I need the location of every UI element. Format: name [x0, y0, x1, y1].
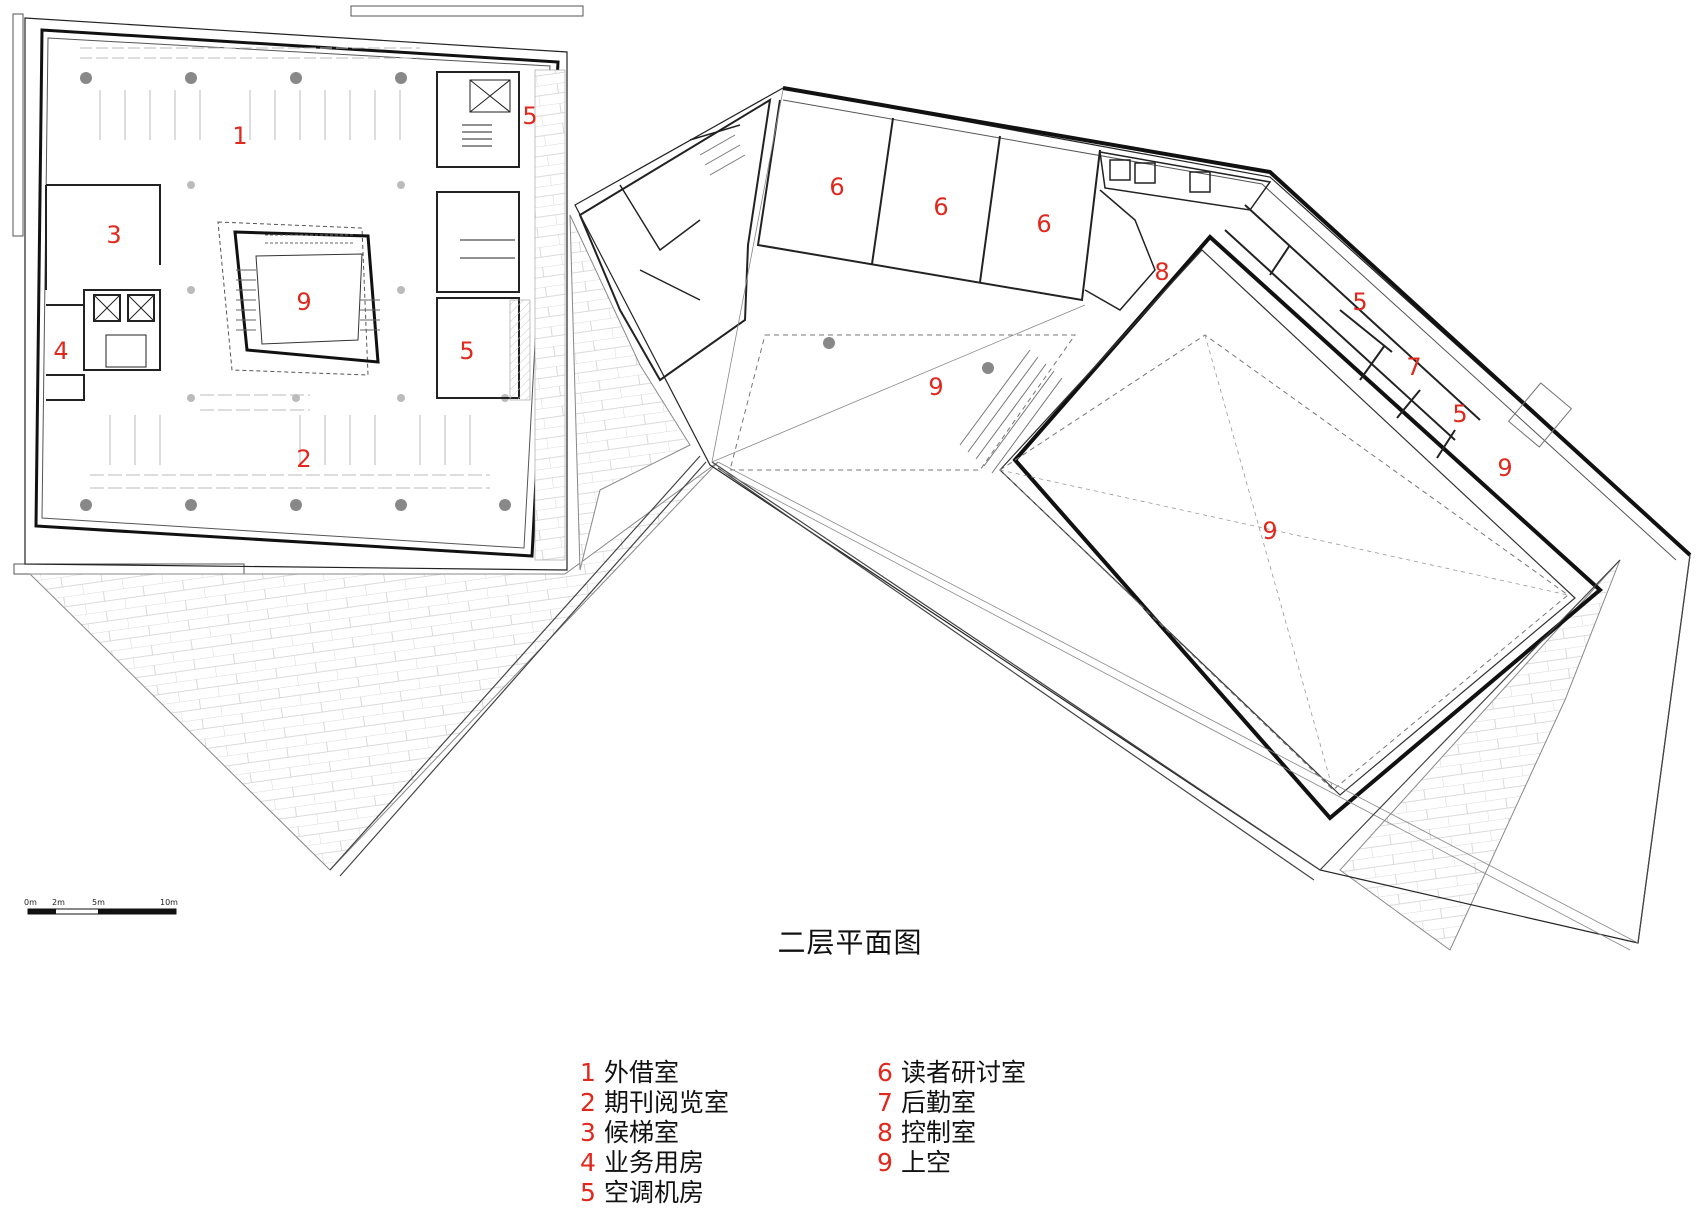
north-wing-outline: [574, 87, 1691, 944]
shelving-bottom: [90, 394, 490, 489]
legend-num: 3: [580, 1118, 596, 1147]
legend-num: 2: [580, 1088, 596, 1117]
legend-text: 读者研讨室: [901, 1058, 1027, 1087]
scale-label-10: 10m: [160, 898, 178, 907]
scale-label-0: 0m: [24, 898, 37, 907]
legend-right: 6 读者研讨室 7 后勤室 8 控制室 9 上空: [877, 1058, 1026, 1178]
legend-item: 2 期刊阅览室: [580, 1088, 729, 1118]
legend-item: 4 业务用房: [580, 1148, 729, 1178]
left-block: [12, 5, 584, 575]
elevator-core: [46, 289, 161, 401]
room-3-walls: [45, 184, 161, 290]
room-label-3: 3: [106, 221, 121, 249]
room-labels: 1 2 3 4 5 5 5 5 6 6 6 7 8 9 9 9 9: [53, 102, 1512, 545]
legend-item: 5 空调机房: [580, 1178, 729, 1208]
left-block-outer-wall: [24, 17, 568, 571]
left-block-core-wall: [41, 37, 551, 549]
central-void: [217, 221, 380, 376]
shelving-top: [80, 47, 420, 140]
room-label-6b: 6: [933, 193, 948, 221]
east-paving-strip: [534, 69, 566, 561]
left-block-inner-wall: [34, 28, 560, 558]
legend-num: 4: [580, 1148, 596, 1177]
legend-item: 7 后勤室: [877, 1088, 1026, 1118]
reading-rooms: [756, 99, 1101, 302]
legend-item: 3 候梯室: [580, 1118, 729, 1148]
legend-text: 外借室: [604, 1058, 680, 1087]
legend-left: 1 外借室 2 期刊阅览室 3 候梯室 4 业务用房 5 空调机房: [580, 1058, 729, 1208]
room-label-5d: 5: [1452, 400, 1467, 428]
east-rooms: [1224, 204, 1573, 459]
legend-num: 7: [877, 1088, 893, 1117]
columns: [80, 72, 511, 511]
legend-text: 控制室: [901, 1118, 977, 1147]
room-label-9d: 9: [1262, 517, 1277, 545]
room-label-6a: 6: [829, 173, 844, 201]
bridge-lines: [329, 89, 1691, 951]
legend-text: 上空: [901, 1148, 952, 1177]
room-label-9a: 9: [296, 288, 311, 316]
legend-num: 8: [877, 1118, 893, 1147]
right-block: [329, 86, 1692, 951]
legend-item: 9 上空: [877, 1148, 1026, 1178]
legend-item: 1 外借室: [580, 1058, 729, 1088]
drawing-title: 二层平面图: [777, 926, 923, 959]
scale-label-5: 5m: [92, 898, 105, 907]
legend-text: 期刊阅览室: [604, 1088, 730, 1117]
legend-text: 业务用房: [604, 1148, 705, 1177]
legend-text: 后勤室: [901, 1088, 977, 1117]
top-canopy: [350, 5, 584, 17]
left-canopy: [12, 13, 24, 237]
service-rooms-right: [436, 71, 531, 401]
legend-item: 8 控制室: [877, 1118, 1026, 1148]
legend-text: 空调机房: [604, 1178, 705, 1207]
legend-item: 6 读者研讨室: [877, 1058, 1026, 1088]
room-label-7: 7: [1406, 353, 1421, 381]
scale-label-2: 2m: [52, 898, 65, 907]
hall-stairs: [959, 349, 1063, 474]
legend-num: 6: [877, 1058, 893, 1087]
room-label-9c: 9: [1497, 454, 1512, 482]
legend-num: 1: [580, 1058, 596, 1087]
room-label-5a: 5: [522, 102, 537, 130]
legend-num: 9: [877, 1148, 893, 1177]
hall-void: [999, 334, 1569, 791]
north-wing-facade: [782, 86, 1692, 557]
hall-inner-wall: [999, 249, 1576, 796]
plaza-paving: [28, 214, 1621, 951]
room-label-5b: 5: [459, 337, 474, 365]
west-stair-block: [578, 98, 772, 382]
room-label-1: 1: [232, 122, 247, 150]
room-label-2: 2: [296, 445, 311, 473]
restrooms: [1084, 151, 1272, 311]
scale-bar: 0m 2m 5m 10m: [24, 898, 178, 915]
legend-num: 5: [580, 1178, 596, 1207]
room-label-9b: 9: [928, 373, 943, 401]
legend-text: 候梯室: [604, 1118, 680, 1147]
room-label-6c: 6: [1036, 210, 1051, 238]
room-label-5c: 5: [1352, 288, 1367, 316]
room-label-4: 4: [53, 337, 68, 365]
room-label-8: 8: [1154, 258, 1169, 286]
